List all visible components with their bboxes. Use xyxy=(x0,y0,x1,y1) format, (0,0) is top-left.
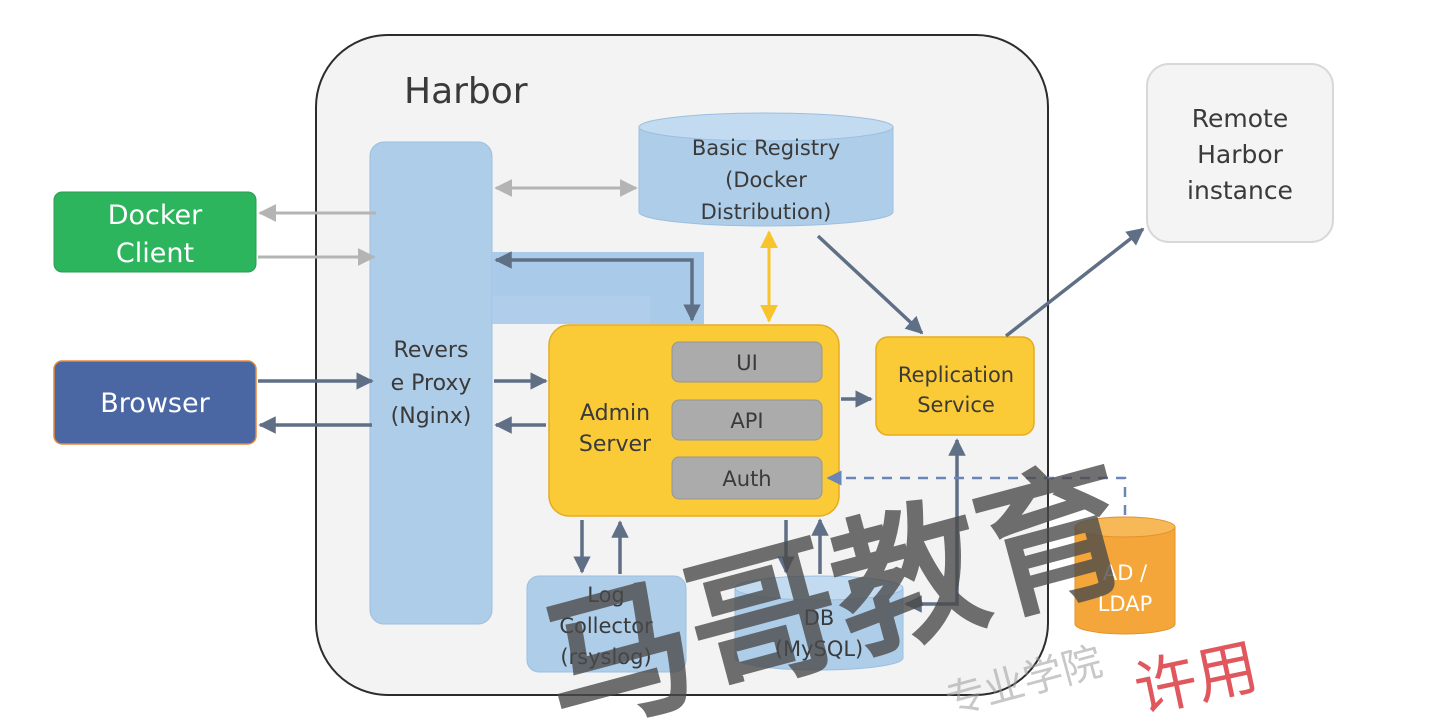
replication-label-1: Replication xyxy=(898,363,1014,387)
admin-server: Admin Server UI API Auth xyxy=(548,324,840,517)
admin-server-label-1: Admin xyxy=(580,401,650,426)
remote-harbor-instance: Remote Harbor instance xyxy=(1146,63,1334,243)
db-label-1: DB xyxy=(804,606,835,630)
reverse-proxy-label-3: (Nginx) xyxy=(391,404,472,429)
arrow-replication-db xyxy=(904,438,966,613)
api-module xyxy=(671,399,823,441)
log-collector-label-2: Collector xyxy=(559,614,653,638)
reverse-proxy-label-2: e Proxy xyxy=(391,371,472,396)
reverse-proxy-label-1: Revers xyxy=(394,338,469,363)
harbor-title: Harbor xyxy=(404,71,528,112)
reverse-proxy: Revers e Proxy (Nginx) xyxy=(369,141,493,625)
auth-module xyxy=(671,456,823,500)
arrow-ldap-to-auth xyxy=(826,470,1127,515)
docker-client-label-1: Docker xyxy=(108,200,203,231)
replication-service: Replication Service xyxy=(875,336,1035,436)
basic-registry-label-1: Basic Registry xyxy=(692,136,840,160)
ui-module xyxy=(671,341,823,383)
docker-client-label-2: Client xyxy=(116,238,194,269)
proxy-admin-band-fill xyxy=(492,252,704,324)
arrow-registry-to-replication xyxy=(816,234,924,335)
browser-label: Browser xyxy=(100,388,210,419)
log-collector-label-3: (rsyslog) xyxy=(560,645,651,669)
ldap-label-2: LDAP xyxy=(1098,592,1153,616)
ad-ldap: AD / LDAP xyxy=(1074,516,1176,635)
arrow-proxy-admin-elbow xyxy=(494,251,701,322)
admin-server-label-2: Server xyxy=(579,432,652,457)
browser: Browser xyxy=(53,360,257,445)
remote-label-3: instance xyxy=(1187,176,1293,205)
docker-client: Docker Client xyxy=(53,191,257,273)
ldap-label-1: AD / xyxy=(1103,561,1148,585)
basic-registry-label-3: Distribution) xyxy=(701,200,832,224)
db-mysql: DB (MySQL) xyxy=(734,575,904,671)
ui-module-label: UI xyxy=(736,351,758,375)
basic-registry-label-2: (Docker xyxy=(725,168,807,192)
replication-label-2: Service xyxy=(917,393,995,417)
db-label-2: (MySQL) xyxy=(775,637,864,661)
auth-module-label: Auth xyxy=(722,467,771,491)
remote-label-1: Remote xyxy=(1192,104,1288,133)
watermark-tail: 许用 xyxy=(1128,629,1264,726)
log-collector-label-1: Log xyxy=(587,583,625,607)
remote-label-2: Harbor xyxy=(1197,140,1284,169)
arrow-replication-to-remote xyxy=(1004,227,1145,338)
log-collector: Log Collector (rsyslog) xyxy=(526,575,687,673)
api-module-label: API xyxy=(730,409,763,433)
basic-registry: Basic Registry (Docker Distribution) xyxy=(638,112,894,227)
